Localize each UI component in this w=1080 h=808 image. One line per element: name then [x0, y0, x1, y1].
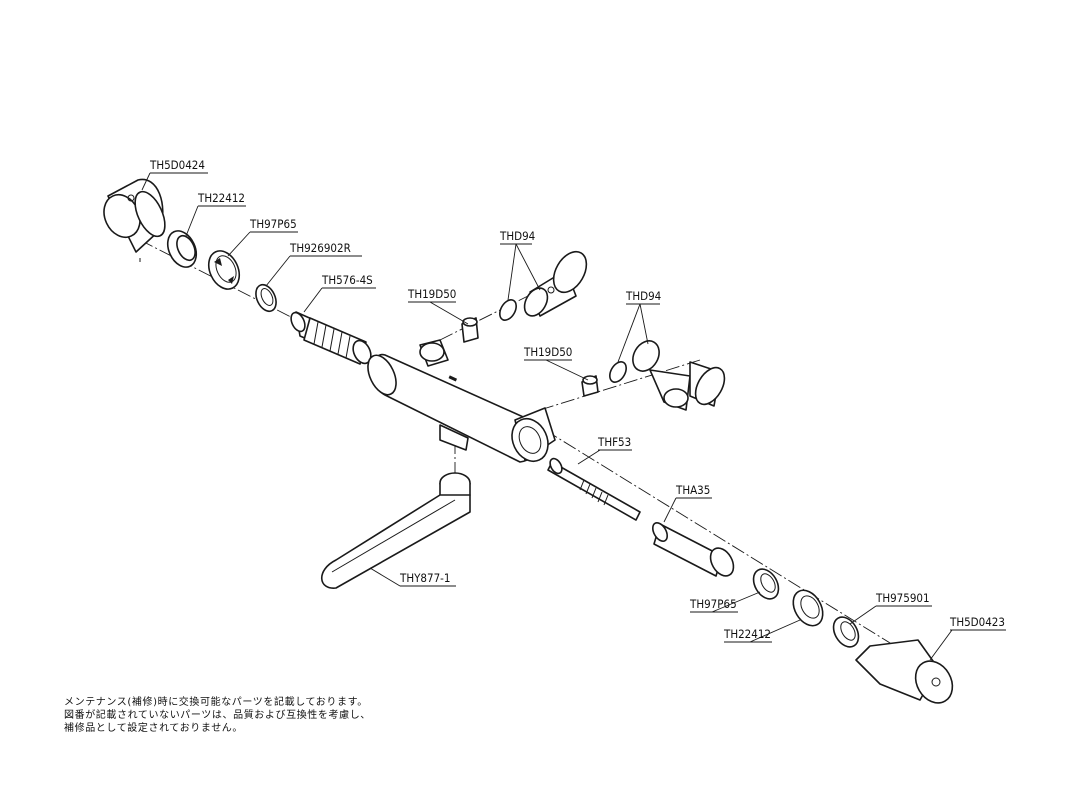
label-cap-right: TH5D0423 — [949, 615, 1005, 629]
part-main-body — [367, 339, 556, 463]
part-inlet-top — [499, 250, 588, 321]
part-valve-right — [581, 375, 599, 397]
part-filter — [547, 457, 641, 521]
part-ring-right — [752, 568, 780, 600]
part-spout — [320, 472, 471, 589]
part-thermo — [651, 522, 735, 577]
label-ring-left: TH97P65 — [249, 217, 297, 231]
label-inlet-top: THD94 — [499, 229, 535, 243]
label-thermo: THA35 — [675, 483, 710, 497]
part-labels: TH5D0424 TH22412 TH97P65 TH926902R TH576… — [149, 158, 1006, 643]
part-washer — [255, 283, 277, 313]
label-filter: THF53 — [597, 435, 631, 449]
label-nut-left: TH22412 — [197, 191, 245, 205]
label-washer: TH926902R — [289, 241, 351, 255]
maintenance-note: メンテナンス(補修)時に交換可能なパーツを記載しております。 図番が記載されてい… — [64, 696, 371, 735]
note-line-3: 補修品として設定されておりません。 — [64, 723, 243, 734]
part-ring-left — [207, 250, 241, 290]
label-ring-right: TH97P65 — [689, 597, 737, 611]
part-inlet-right — [609, 340, 726, 411]
part-cap-right — [855, 639, 954, 704]
note-line-2: 図番が記載されていないパーツは、品質および互換性を考慮し、 — [64, 710, 371, 721]
part-nut-right — [792, 589, 824, 627]
note-line-1: メンテナンス(補修)時に交換可能なパーツを記載しております。 — [64, 697, 368, 708]
label-valve-right: TH19D50 — [523, 345, 572, 359]
label-valve-top: TH19D50 — [407, 287, 456, 301]
part-cartridge-left — [290, 311, 372, 365]
label-collar-right: TH975901 — [875, 591, 930, 605]
label-cartridge-left: TH576-4S — [321, 273, 373, 287]
label-cap-left: TH5D0424 — [149, 158, 205, 172]
part-valve-top — [461, 317, 479, 343]
part-collar-right — [832, 616, 860, 648]
label-nut-right: TH22412 — [723, 627, 771, 641]
leader-lines — [141, 172, 953, 661]
part-nut-left — [166, 230, 198, 268]
label-spout: THY877-1 — [399, 571, 450, 585]
part-cap-left — [103, 178, 166, 262]
label-inlet-right: THD94 — [625, 289, 661, 303]
